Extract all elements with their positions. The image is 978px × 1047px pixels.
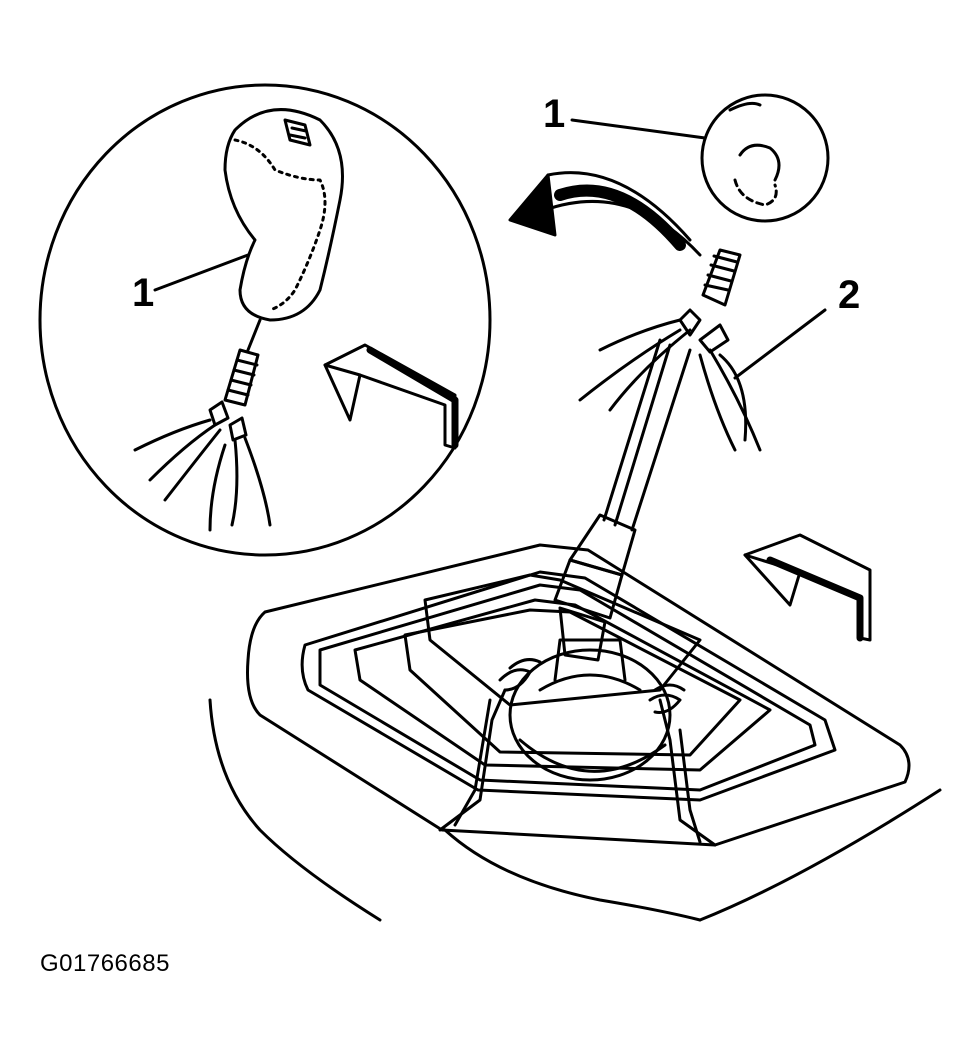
detail-transfer-arrow: [508, 171, 702, 257]
callout-boot: 2: [838, 273, 860, 317]
removal-arrow-main: [743, 533, 872, 642]
console-base: [208, 543, 942, 922]
leader-main-knob: [570, 118, 707, 140]
callout-main-knob: 1: [543, 92, 565, 136]
leader-boot: [733, 308, 827, 380]
main-shift-knob: [700, 93, 830, 223]
callout-detail-knob: 1: [132, 271, 154, 315]
detail-shift-knob: [223, 108, 344, 322]
callout-leaders: [153, 118, 827, 380]
boot-drawstrings: [578, 308, 762, 452]
figure-id: G01766685: [40, 950, 170, 977]
detail-inset: [38, 83, 492, 557]
shift-boot-dome: [508, 638, 672, 782]
leader-detail-knob: [153, 253, 250, 292]
shift-lever: [553, 93, 830, 662]
